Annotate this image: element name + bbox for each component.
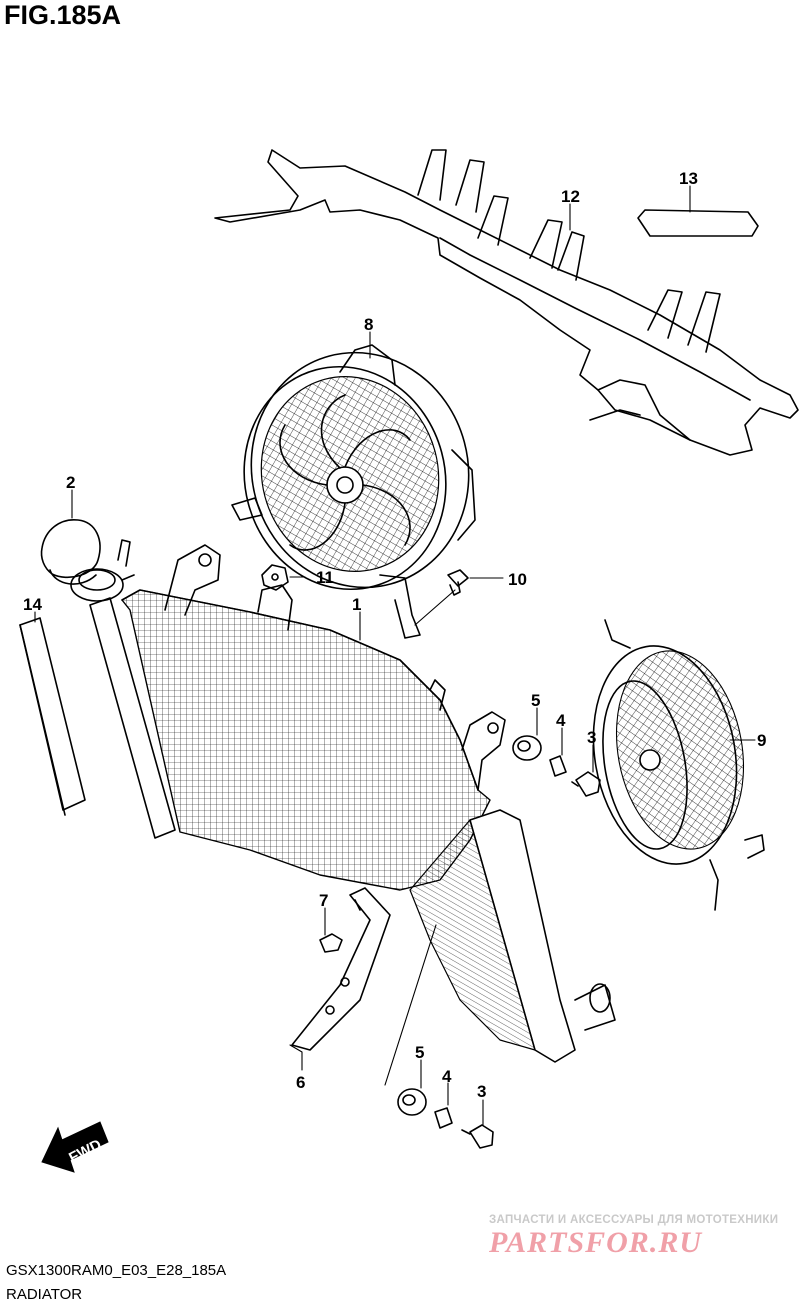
callout-13: 13 [679, 169, 698, 188]
callout-3-lower: 3 [477, 1082, 486, 1101]
part-8-fan [231, 344, 476, 639]
watermark-tagline: ЗАПЧАСТИ И АКСЕССУАРЫ ДЛЯ МОТОТЕХНИКИ [489, 1214, 779, 1226]
figure-title: FIG.185A [4, 0, 122, 30]
callout-6: 6 [296, 1073, 305, 1092]
part-9-side-fan [592, 619, 765, 911]
callout-1: 1 [352, 595, 361, 614]
callout-9: 9 [757, 731, 766, 750]
part-7-bolt [319, 933, 343, 953]
filler-neck [70, 539, 135, 602]
callout-4-lower: 4 [442, 1067, 452, 1086]
callout-5-lower: 5 [415, 1043, 424, 1062]
leader-lines [34, 185, 756, 1126]
grommet-5-lower [397, 1088, 427, 1116]
part-10-bolt [447, 569, 469, 596]
callout-4-upper: 4 [556, 711, 566, 730]
callout-3-upper: 3 [587, 728, 596, 747]
bolt-3-lower [461, 1124, 494, 1149]
callout-11: 11 [316, 568, 334, 587]
callout-7: 7 [319, 891, 328, 910]
bolt-3-upper [571, 771, 601, 797]
part-6-bracket [291, 887, 391, 1051]
part-12-shroud [214, 149, 799, 456]
part-14-strip [19, 617, 86, 816]
part-13-pad [637, 209, 759, 237]
callout-10: 10 [508, 570, 527, 589]
part-2-radiator-cap [40, 519, 101, 585]
diagram-code: GSX1300RAM0_E03_E28_185A [6, 1262, 227, 1279]
watermark-logo: PARTSFOR.RU [489, 1226, 702, 1259]
part-11-nut [261, 564, 289, 591]
callout-8: 8 [364, 315, 373, 334]
callout-5-upper: 5 [531, 691, 540, 710]
collar-4-upper [549, 755, 567, 777]
collar-4-lower [434, 1107, 453, 1129]
grommet-5-upper [512, 735, 542, 761]
callout-12: 12 [561, 187, 580, 206]
callout-2: 2 [66, 473, 75, 492]
part-1-radiator [89, 544, 616, 1063]
callout-14: 14 [23, 595, 42, 614]
fwd-arrow-icon: FWD [41, 1121, 109, 1173]
diagram-name: RADIATOR [6, 1286, 83, 1303]
